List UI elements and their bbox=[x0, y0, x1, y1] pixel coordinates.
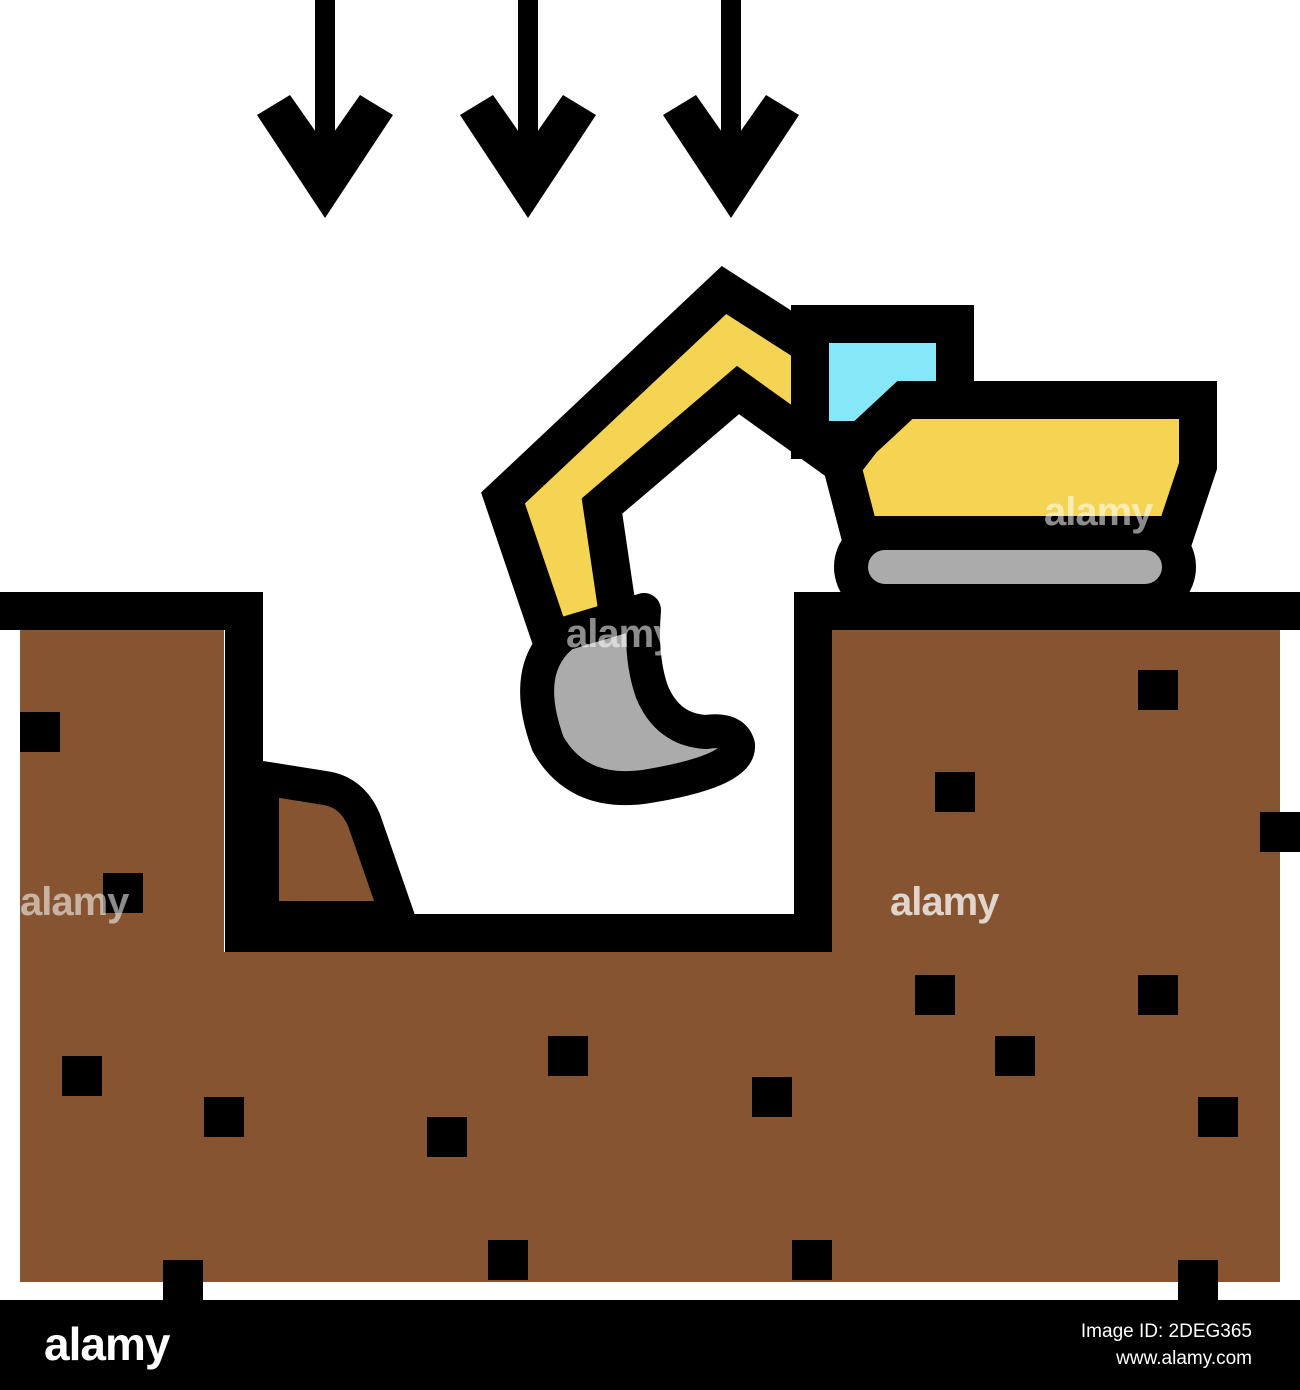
site-url: www.alamy.com bbox=[1116, 1348, 1252, 1369]
excavation-illustration bbox=[0, 0, 1300, 1300]
excavator-boom bbox=[481, 266, 849, 680]
image-meta: Image ID: 2DEG365 www.alamy.com bbox=[1081, 1318, 1252, 1372]
excavator-icon bbox=[481, 266, 1217, 806]
down-arrow-icon bbox=[663, 0, 799, 218]
down-arrow-icon bbox=[460, 0, 596, 218]
alamy-logo: alamy bbox=[44, 1318, 170, 1370]
soil-pile bbox=[245, 761, 415, 935]
down-arrow-icon bbox=[257, 0, 393, 218]
down-arrows bbox=[257, 0, 799, 218]
footer-bar: alamy Image ID: 2DEG365 www.alamy.com bbox=[0, 1300, 1300, 1390]
image-id: Image ID: 2DEG365 bbox=[1080, 1321, 1252, 1342]
excavator-track bbox=[834, 516, 1196, 618]
soil-specks bbox=[20, 670, 1300, 1300]
excavator-bucket bbox=[520, 593, 755, 806]
excavator-body bbox=[821, 381, 1217, 554]
